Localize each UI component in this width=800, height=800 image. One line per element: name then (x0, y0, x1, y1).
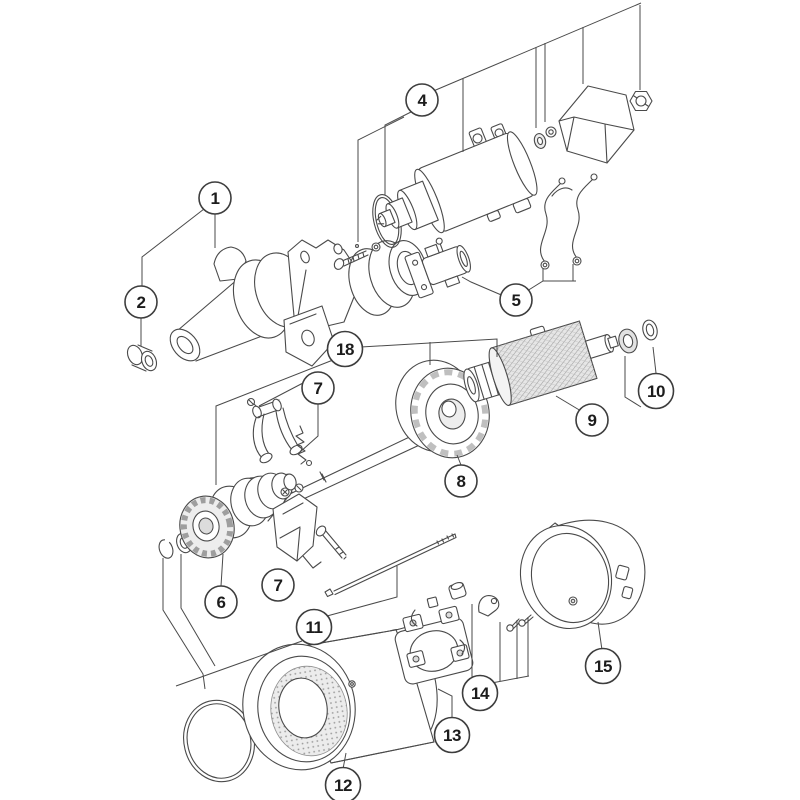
callout-6: 6 (204, 585, 238, 619)
callout-circle-13 (433, 716, 471, 754)
leader-line-9 (555, 395, 582, 412)
leader-line-5 (526, 280, 576, 292)
callout-circle-8 (444, 464, 478, 498)
callout-15: 15 (584, 647, 622, 685)
part-drive-end-bracket: Drive end bracket housing (169, 239, 428, 367)
callout-number-8: 8 (457, 472, 466, 491)
leader-line-10 (652, 346, 657, 374)
callout-number-2: 2 (137, 293, 146, 312)
callout-circle-7a (301, 371, 335, 405)
part-lever-bracket: Lever bracket with screws and pin (272, 483, 347, 569)
leader-line-11 (175, 640, 303, 687)
callout-18: 18 (326, 330, 364, 368)
callout-circle-10 (637, 372, 675, 410)
callout-number-6: 6 (217, 593, 226, 612)
leader-line-6 (162, 558, 206, 690)
part-pinion-drive: Pinion drive assembly with retaining rin… (158, 472, 297, 559)
callout-circle-7b (261, 568, 295, 602)
callout-number-7b: 7 (274, 576, 283, 595)
callout-number-7a: 7 (314, 379, 323, 398)
leader-lines (140, 2, 657, 770)
callout-1: 1 (198, 181, 232, 215)
callout-number-15: 15 (594, 657, 612, 676)
callout-7b: 7 (261, 568, 295, 602)
callout-number-14: 14 (471, 684, 490, 703)
part-brush-holder: Brush holder (394, 596, 474, 685)
leader-line-8 (456, 454, 462, 466)
leader-line-1 (141, 208, 205, 286)
part-end-shield: Commutator end shield (519, 519, 646, 630)
leader-line-4 (384, 111, 412, 195)
callout-circle-18 (326, 330, 364, 368)
callout-circle-4 (405, 83, 439, 117)
part-through-bolt: Through bolt (324, 533, 457, 598)
leader-line-15 (597, 621, 603, 651)
callout-2: 2 (124, 285, 158, 319)
leader-line-18 (215, 359, 334, 485)
callout-4: 4 (405, 83, 439, 117)
part-solenoid-group: Solenoid switch with O-ring, nuts, termi… (333, 85, 653, 270)
callout-5: 5 (499, 283, 533, 317)
leader-line-7a (298, 404, 319, 454)
callout-13: 13 (433, 716, 471, 754)
callout-circle-2 (124, 285, 158, 319)
leader-line-18 (360, 338, 498, 357)
leader-line-10 (624, 356, 642, 408)
callout-number-9: 9 (588, 411, 597, 430)
callout-11: 11 (295, 608, 333, 646)
callout-circle-14 (461, 674, 499, 712)
callout-number-12: 12 (334, 776, 352, 795)
part-bearing-washer: Bearing and washer (618, 319, 658, 354)
leader-line-12 (342, 752, 347, 770)
part-armature: Armature (463, 320, 619, 406)
part-yoke: Motor yoke housing with O-ring (183, 626, 438, 783)
callout-number-11: 11 (306, 618, 323, 637)
part-relay-wires: Switch part with wire set (404, 173, 598, 299)
callout-number-10: 10 (647, 382, 665, 401)
artwork: Drive end bracket housing Bushing (126, 85, 658, 783)
callout-circle-1 (198, 181, 232, 215)
callout-circle-15 (584, 647, 622, 685)
callout-circle-5 (499, 283, 533, 317)
callout-number-18: 18 (336, 340, 354, 359)
callout-number-1: 1 (211, 189, 220, 208)
callout-number-13: 13 (443, 726, 461, 745)
part-engagement-fork: Engagement lever (fork) (246, 397, 313, 467)
part-brush-small-parts: Cap, lever and screws (448, 582, 534, 632)
callout-circle-6 (204, 585, 238, 619)
part-gear-shaft: Planetary gear housing with shaft (246, 359, 490, 522)
leader-line-11 (326, 566, 398, 617)
part-bushing: Bushing (126, 344, 158, 372)
callout-9: 9 (575, 403, 609, 437)
callout-8: 8 (444, 464, 478, 498)
callout-7a: 7 (301, 371, 335, 405)
callout-circle-11 (295, 608, 333, 646)
leader-line-6 (220, 553, 224, 587)
callout-14: 14 (461, 674, 499, 712)
callout-10: 10 (637, 372, 675, 410)
callout-12: 12 (324, 766, 362, 800)
callout-number-5: 5 (512, 291, 521, 310)
leader-line-7a (258, 382, 304, 407)
callout-circle-12 (324, 766, 362, 800)
leader-line-4 (357, 116, 405, 242)
callout-number-4: 4 (418, 91, 428, 110)
leader-line-13 (437, 688, 453, 719)
leader-line-6 (180, 554, 216, 667)
leader-line-5 (461, 276, 507, 298)
callout-circle-9 (575, 403, 609, 437)
